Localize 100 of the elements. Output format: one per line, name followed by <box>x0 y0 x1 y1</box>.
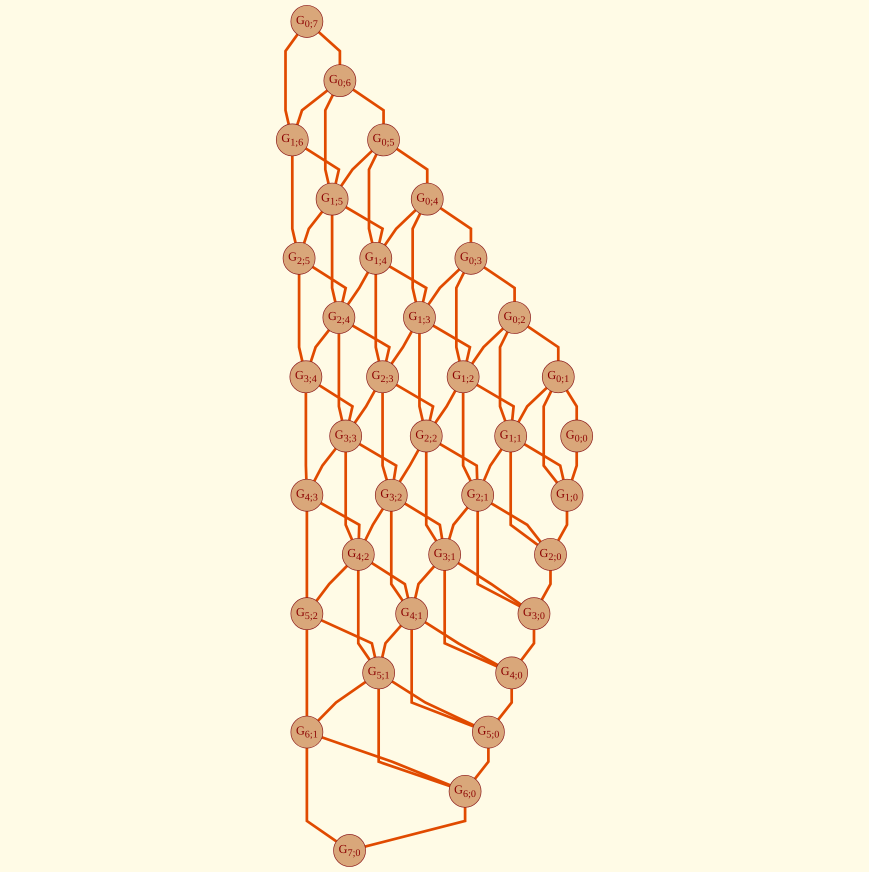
node-circle: G$_{3;1}$ <box>428 538 462 571</box>
connector <box>304 392 308 480</box>
node-circle: G$_{1;3}$ <box>403 301 436 334</box>
connector <box>388 265 428 302</box>
connector <box>310 329 330 362</box>
node-circle: G$_{6;1}$ <box>290 716 324 748</box>
node-circle: G$_{2;4}$ <box>322 301 356 334</box>
connector <box>306 630 308 716</box>
node-circle: G$_{2;0}$ <box>534 538 567 571</box>
connector <box>312 266 348 302</box>
connector <box>338 334 344 421</box>
connector <box>356 570 371 660</box>
connector <box>396 148 429 184</box>
node-circle: G$_{2;5}$ <box>282 242 316 275</box>
connector <box>404 502 444 539</box>
node-circle: G$_{1;4}$ <box>359 242 392 275</box>
node-circle: G$_{0;4}$ <box>410 182 444 216</box>
connector <box>424 621 498 666</box>
node-circle: G$_{7;0}$ <box>333 834 366 867</box>
connector <box>344 452 354 540</box>
connector <box>345 206 384 244</box>
connector <box>483 266 516 302</box>
connector <box>298 274 304 362</box>
node-circle: G$_{0;5}$ <box>367 124 400 156</box>
node-circle: G$_{4;3}$ <box>290 478 324 512</box>
connector <box>509 452 538 546</box>
node-circle: G$_{3;3}$ <box>329 420 362 452</box>
connector <box>346 272 370 306</box>
node-circle: G$_{0;7}$ <box>290 5 324 38</box>
connector <box>566 390 578 420</box>
connector <box>482 448 503 482</box>
connector <box>358 442 398 480</box>
node-circle: G$_{1;6}$ <box>276 124 309 156</box>
connector <box>570 452 578 480</box>
connector <box>517 386 548 423</box>
connector <box>418 334 424 421</box>
connector <box>364 508 384 541</box>
node-circle: G$_{0;0}$ <box>560 420 594 452</box>
connector <box>340 150 373 187</box>
node-circle: G$_{4;2}$ <box>342 538 375 571</box>
node-circle: G$_{5;0}$ <box>472 716 505 748</box>
connector <box>317 680 366 722</box>
connector <box>497 688 514 720</box>
connector <box>424 452 438 542</box>
connector <box>474 748 490 780</box>
connector <box>368 154 378 244</box>
connector <box>302 210 324 244</box>
connector <box>427 268 460 306</box>
node-circle: G$_{3;2}$ <box>374 478 408 512</box>
connector <box>377 688 450 788</box>
connector <box>448 506 469 540</box>
connector <box>411 212 422 302</box>
node-circle: G$_{6;0}$ <box>448 774 482 808</box>
node-circle: G$_{3;4}$ <box>290 360 322 394</box>
connector <box>296 89 328 126</box>
node-circle: G$_{0;1}$ <box>542 360 575 394</box>
connector <box>414 566 436 598</box>
connector <box>524 443 565 480</box>
node-circle: G$_{2;1}$ <box>461 478 494 512</box>
node-circle: G$_{1;1}$ <box>494 420 528 452</box>
connector <box>390 511 404 602</box>
connector <box>391 680 474 727</box>
node-circle: G$_{5;2}$ <box>290 597 324 630</box>
node-circle: G$_{1;2}$ <box>446 360 480 394</box>
connector <box>306 511 308 598</box>
connector <box>380 624 402 658</box>
connector <box>440 206 472 242</box>
connector <box>330 215 337 302</box>
node-circle: G$_{0;2}$ <box>498 301 531 334</box>
connector <box>290 156 297 244</box>
connector <box>557 511 568 542</box>
connector <box>432 324 472 362</box>
connector <box>315 564 348 602</box>
connector <box>457 562 522 606</box>
connector <box>318 31 342 65</box>
connector <box>410 630 474 728</box>
connector <box>320 619 376 658</box>
node-circle: G$_{0;6}$ <box>324 64 356 98</box>
node-circle: G$_{4;1}$ <box>395 597 428 630</box>
node-circle: G$_{1;0}$ <box>550 478 584 512</box>
node-circle: G$_{2;3}$ <box>366 360 399 394</box>
connector <box>371 562 410 598</box>
node-circle: G$_{0;3}$ <box>454 242 488 275</box>
connector <box>318 384 354 421</box>
connector <box>443 570 498 668</box>
connector <box>527 325 560 361</box>
connector <box>374 274 380 362</box>
connector <box>313 448 337 482</box>
connector <box>476 384 516 420</box>
connector <box>476 511 520 608</box>
connector <box>305 147 340 184</box>
connector <box>490 502 542 543</box>
connector <box>284 34 299 125</box>
connector <box>542 390 558 484</box>
connector <box>434 390 457 424</box>
connector <box>322 736 451 787</box>
connector <box>364 807 466 848</box>
connector <box>384 209 417 246</box>
connector <box>540 570 552 600</box>
connector <box>306 748 338 843</box>
